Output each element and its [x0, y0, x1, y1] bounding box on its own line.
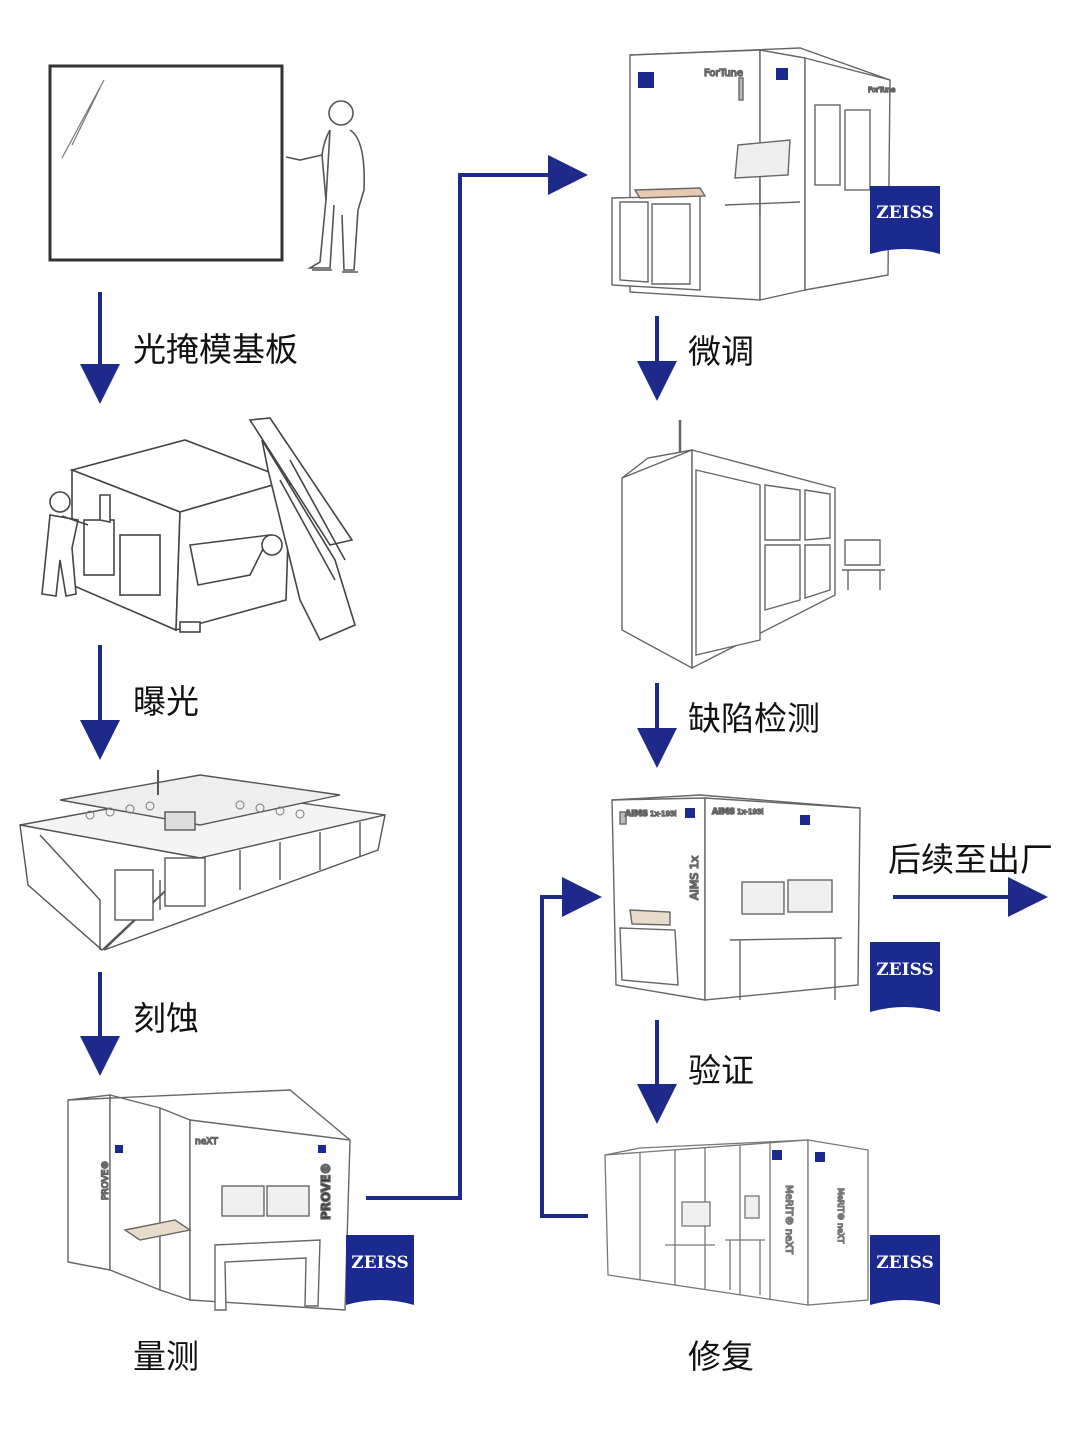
exposure-machine-illustration: [41, 417, 356, 642]
svg-text:ZEISS: ZEISS: [876, 960, 934, 980]
aims-vertical-label: AIMS 1x: [688, 855, 701, 900]
arrow-metrology-to-fortune: [366, 155, 588, 1200]
fortune-machine-illustration: ForTune ForTune: [611, 47, 896, 301]
zeiss-logo-aims: ZEISS: [870, 942, 940, 1012]
fine-tune-machine-illustration: [621, 420, 885, 670]
step-label-metrology: 量测: [133, 1337, 199, 1376]
step-label-ship-out: 后续至出厂: [888, 840, 1053, 879]
step-label-verification: 验证: [688, 1051, 754, 1090]
prove-model-label: neXT: [195, 1137, 218, 1147]
fortune-name-label: ForTune: [704, 68, 743, 79]
step-label-defect-inspection: 缺陷检测: [688, 699, 820, 738]
flow-arrows: [80, 155, 1048, 1218]
step-label-fine-tune: 微调: [688, 332, 754, 371]
step-label-repair: 修复: [688, 1337, 754, 1376]
aims-side-name: AIMS: [712, 807, 735, 816]
merit-front-label: MeRiT® neXT: [783, 1185, 794, 1255]
step-label-substrate: 光掩模基板: [133, 330, 298, 369]
svg-text:ZEISS: ZEISS: [351, 1253, 409, 1273]
prove-front-label: PROVE®: [319, 1163, 333, 1220]
aims-side-model: 1x-193i: [737, 808, 763, 816]
prove-metrology-machine-illustration: neXT PROVE® PROVE®: [67, 1089, 351, 1311]
fortune-side-label: ForTune: [868, 86, 895, 94]
aims-machine-illustration: AIMS 1x-193i AIMS 1x-193i AIMS 1x: [611, 794, 861, 1001]
arrow-repair-to-inspection: [540, 877, 602, 1218]
aims-front-name: AIMS: [625, 809, 648, 818]
step-label-etching: 刻蚀: [133, 999, 199, 1038]
merit-repair-machine-illustration: MeRiT® neXT MeRiT® neXT: [604, 1139, 869, 1306]
merit-side-label: MeRiT® neXT: [836, 1188, 845, 1243]
svg-text:ZEISS: ZEISS: [876, 1253, 934, 1273]
photomask-substrate-illustration: [48, 64, 366, 273]
zeiss-logo-fortune: ZEISS: [870, 186, 940, 254]
step-label-exposure: 曝光: [133, 682, 199, 721]
svg-text:ZEISS: ZEISS: [876, 203, 934, 223]
prove-side-label: PROVE®: [101, 1161, 111, 1200]
etching-machine-illustration: [19, 770, 386, 951]
zeiss-logo-merit: ZEISS: [870, 1235, 940, 1305]
aims-front-model: 1x-193i: [650, 810, 676, 818]
zeiss-logo-prove: ZEISS: [346, 1235, 414, 1305]
